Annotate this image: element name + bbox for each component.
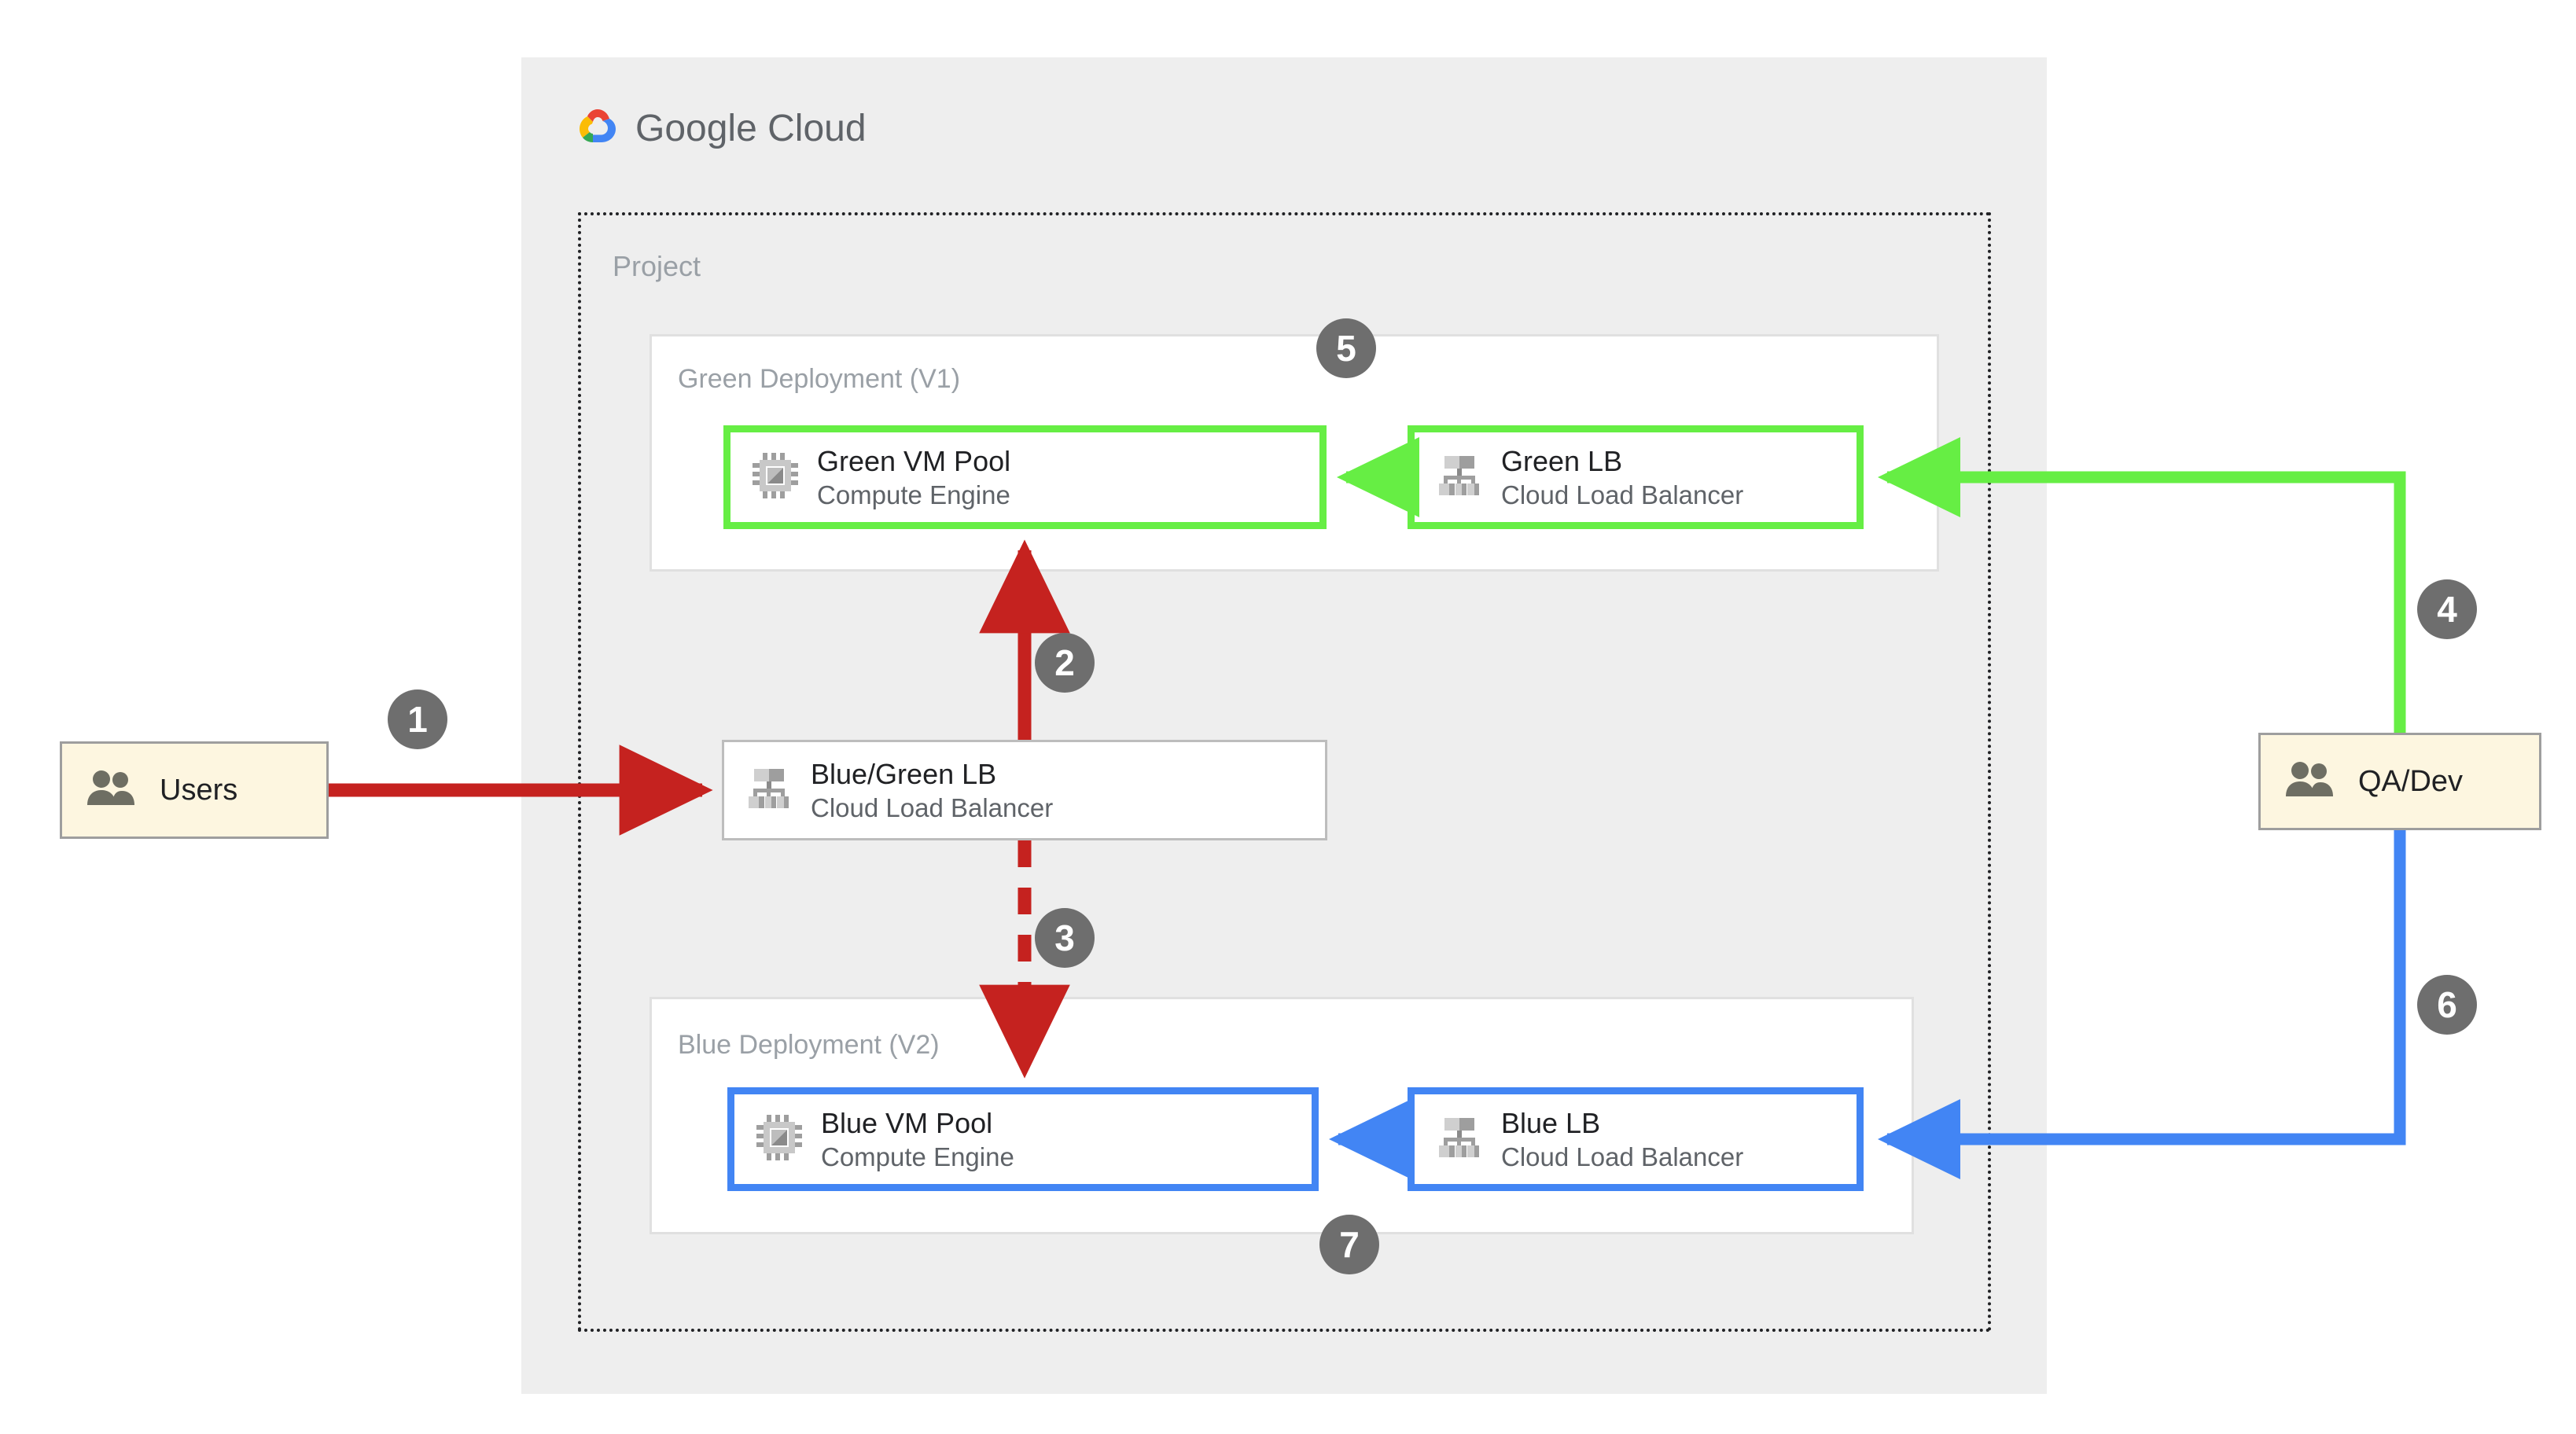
node-blue-vm-pool[interactable]: Blue VM Pool Compute Engine bbox=[727, 1087, 1319, 1191]
node-green-lb[interactable]: Green LB Cloud Load Balancer bbox=[1408, 425, 1864, 529]
brand-google: Google bbox=[635, 107, 757, 149]
load-balancer-icon bbox=[745, 764, 793, 817]
node-title: Blue VM Pool bbox=[821, 1106, 993, 1139]
node-text-block: Blue LB Cloud Load Balancer bbox=[1501, 1105, 1743, 1173]
node-text-block: Blue VM Pool Compute Engine bbox=[821, 1105, 1014, 1173]
load-balancer-icon bbox=[1435, 1113, 1484, 1166]
step-badge-7: 7 bbox=[1319, 1215, 1379, 1274]
actor-users[interactable]: Users bbox=[60, 741, 329, 839]
step-badge-2: 2 bbox=[1035, 633, 1095, 693]
google-cloud-logo-icon bbox=[574, 106, 621, 151]
step-badge-3: 3 bbox=[1035, 908, 1095, 968]
node-subtitle: Cloud Load Balancer bbox=[1501, 480, 1744, 509]
node-title: Green VM Pool bbox=[817, 444, 1011, 477]
node-title: Green LB bbox=[1501, 444, 1623, 477]
green-deployment-label: Green Deployment (V1) bbox=[678, 364, 961, 394]
users-group-icon bbox=[2284, 760, 2336, 803]
step-badge-4: 4 bbox=[2417, 579, 2477, 639]
actor-qa-dev[interactable]: QA/Dev bbox=[2258, 733, 2541, 830]
node-blue-green-lb[interactable]: Blue/Green LB Cloud Load Balancer bbox=[722, 740, 1327, 840]
actor-label: Users bbox=[160, 773, 238, 807]
load-balancer-icon bbox=[1435, 451, 1484, 504]
brand-cloud: Cloud bbox=[767, 107, 867, 149]
google-cloud-branding: Google Cloud bbox=[574, 104, 867, 153]
node-subtitle: Cloud Load Balancer bbox=[1501, 1142, 1744, 1171]
node-subtitle: Compute Engine bbox=[821, 1142, 1014, 1171]
users-group-icon bbox=[86, 769, 138, 812]
node-text-block: Green LB Cloud Load Balancer bbox=[1501, 443, 1743, 511]
project-boundary bbox=[578, 212, 1991, 1332]
node-subtitle: Cloud Load Balancer bbox=[811, 792, 1054, 822]
google-cloud-wordmark: Google Cloud bbox=[635, 107, 867, 150]
step-badge-1: 1 bbox=[388, 689, 447, 749]
node-text-block: Blue/Green LB Cloud Load Balancer bbox=[811, 756, 1053, 824]
cpu-chip-icon bbox=[755, 1113, 804, 1166]
node-green-vm-pool[interactable]: Green VM Pool Compute Engine bbox=[723, 425, 1327, 529]
step-badge-6: 6 bbox=[2417, 975, 2477, 1035]
blue-deployment-label: Blue Deployment (V2) bbox=[678, 1030, 940, 1060]
step-badge-5: 5 bbox=[1316, 318, 1376, 378]
actor-label: QA/Dev bbox=[2358, 764, 2464, 798]
project-label: Project bbox=[613, 250, 701, 282]
cpu-chip-icon bbox=[751, 451, 800, 504]
node-subtitle: Compute Engine bbox=[817, 480, 1010, 509]
node-title: Blue/Green LB bbox=[811, 757, 997, 790]
node-title: Blue LB bbox=[1501, 1106, 1601, 1139]
node-blue-lb[interactable]: Blue LB Cloud Load Balancer bbox=[1408, 1087, 1864, 1191]
node-text-block: Green VM Pool Compute Engine bbox=[817, 443, 1010, 511]
